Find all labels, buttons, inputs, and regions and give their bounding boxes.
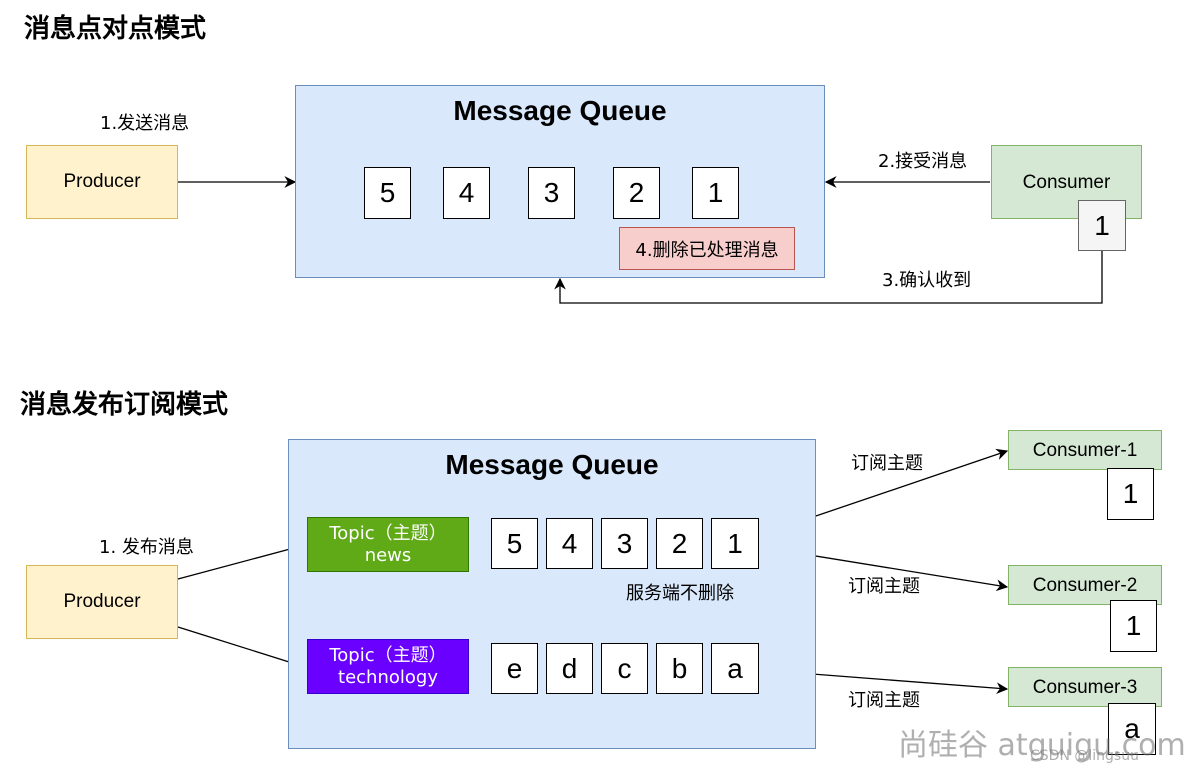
p2p-queue-cell: 2	[613, 167, 660, 219]
tech-queue-cell: e	[491, 643, 538, 694]
news-queue-cell: 3	[601, 518, 648, 569]
news-queue-cell: 5	[491, 518, 538, 569]
subscribe-label-2: 订阅主题	[848, 576, 920, 597]
subscribe-label-1: 订阅主题	[851, 453, 923, 474]
pubsub-queue-box	[288, 439, 816, 749]
p2p-consumer-cell: 1	[1078, 200, 1126, 251]
consumer-1: Consumer-1	[1008, 430, 1162, 470]
send-label: 1.发送消息	[100, 113, 190, 134]
ack-label: 3.确认收到	[882, 270, 972, 291]
publish-label: 1. 发布消息	[99, 537, 194, 558]
p2p-consumer: Consumer	[991, 145, 1142, 219]
watermark-site: 尚硅谷 atguigu.com	[898, 728, 1186, 763]
news-queue-cell: 1	[711, 518, 759, 569]
consumer-3: Consumer-3	[1008, 667, 1162, 707]
receive-label: 2.接受消息	[878, 151, 968, 172]
topic-news-line1: Topic（主题）	[329, 522, 447, 544]
tech-queue-cell: c	[601, 643, 648, 694]
topic-news: Topic（主题） news	[307, 517, 469, 572]
publish-tech-arrow	[177, 626, 307, 670]
consumer-1-cell: 1	[1107, 468, 1154, 520]
news-queue-cell: 2	[656, 518, 703, 569]
publish-news-arrow	[177, 542, 307, 580]
p2p-queue-cell: 5	[364, 167, 411, 219]
consumer-2: Consumer-2	[1008, 565, 1162, 605]
topic-tech-line1: Topic（主题）	[329, 644, 447, 666]
p2p-queue-title: Message Queue	[453, 95, 667, 126]
delete-note: 4.删除已处理消息	[619, 227, 795, 270]
pubsub-queue-title: Message Queue	[445, 449, 659, 480]
subscribe-label-3: 订阅主题	[848, 690, 920, 711]
consumer-3-cell: a	[1108, 703, 1156, 755]
p2p-queue-cell: 3	[528, 167, 575, 219]
tech-queue-cell: d	[546, 643, 593, 694]
p2p-queue-cell: 1	[692, 167, 739, 219]
watermark-csdn: CSDN @lingsuu	[1030, 748, 1139, 764]
news-queue-cell: 4	[546, 518, 593, 569]
server-note: 服务端不删除	[626, 583, 734, 604]
p2p-producer: Producer	[26, 145, 178, 219]
pubsub-producer: Producer	[26, 565, 178, 639]
tech-queue-cell: a	[711, 643, 759, 694]
ack-arrow	[554, 251, 1103, 304]
topic-technology: Topic（主题） technology	[307, 639, 469, 694]
consumer-2-cell: 1	[1110, 600, 1157, 652]
pubsub-heading: 消息发布订阅模式	[20, 390, 229, 420]
p2p-queue-cell: 4	[443, 167, 490, 219]
tech-queue-cell: b	[656, 643, 703, 694]
p2p-heading: 消息点对点模式	[24, 14, 207, 44]
topic-news-line2: news	[364, 544, 412, 566]
topic-tech-line2: technology	[338, 666, 438, 688]
